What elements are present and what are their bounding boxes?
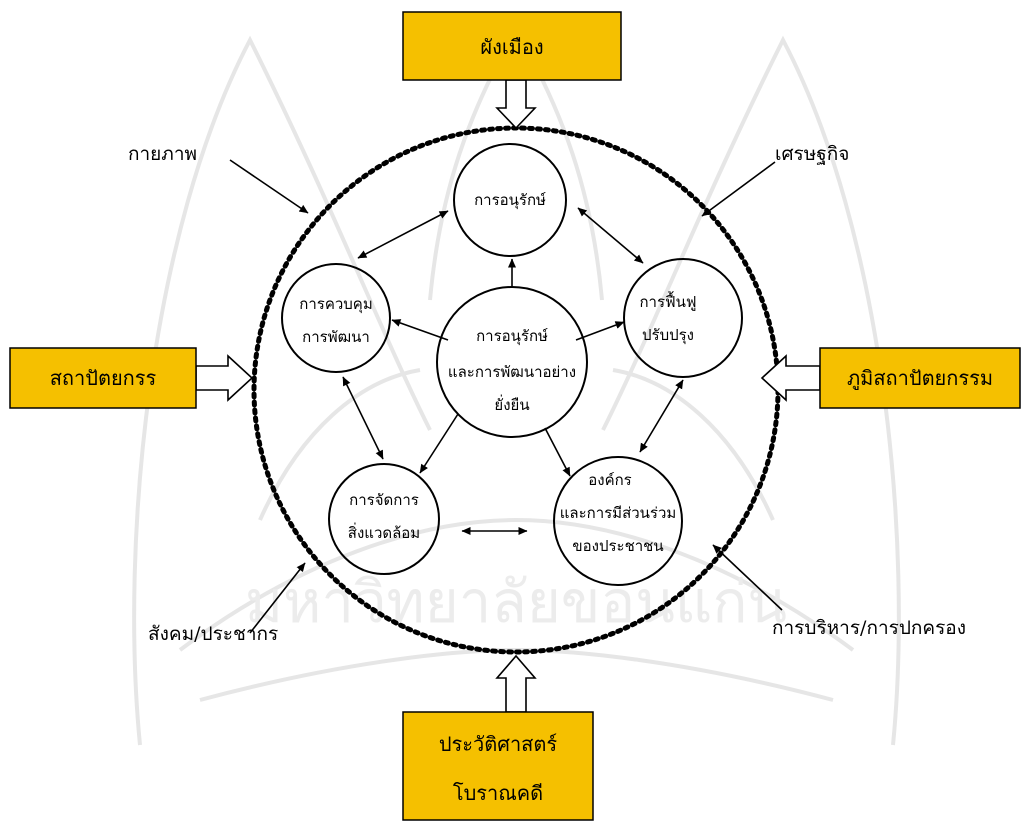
organization-participation-line-3: ของประชาชน [572, 537, 663, 555]
society-pointer-arrow [249, 562, 306, 634]
rehabilitation-line-2: ปรับปรุง [642, 326, 694, 345]
urban-planning-label: ผังเมือง [480, 35, 543, 59]
center-to-control-arrow [391, 319, 449, 341]
left-hollow-arrow [195, 354, 254, 402]
conservation-node [453, 143, 567, 257]
development-control-line-2: การพัฒนา [302, 328, 370, 346]
center-to-environment-arrow [419, 413, 459, 474]
economy-factor-label: เศรษฐกิจ [775, 143, 849, 165]
conservation-node-label: การอนุรักษ์ [474, 191, 546, 210]
history-label: ประวัติศาสตร์ [439, 732, 558, 756]
center-to-rehabilitation-arrow [575, 321, 625, 341]
center-node [436, 286, 588, 438]
archaeology-label: โบราณคดี [453, 781, 543, 805]
development-control-node [281, 263, 391, 373]
organization-participation-line-2: และการมีส่วนร่วม [560, 504, 677, 522]
bottom-hollow-arrow [495, 654, 537, 713]
right-hollow-arrow [760, 354, 821, 402]
center-node-line-3: ยั่งยืน [494, 394, 529, 414]
landscape-architecture-box [819, 347, 1021, 409]
rehabilitation-organization-link [639, 379, 684, 453]
development-control-line-1: การควบคุม [299, 295, 372, 314]
rehabilitation-node [623, 258, 743, 378]
architecture-box [9, 347, 197, 409]
watermark-text: มหาวิทยาลัยขอนแก่น [245, 568, 787, 636]
environment-management-node [328, 463, 440, 575]
control-environment-link [342, 376, 384, 460]
physical-pointer-arrow [229, 159, 309, 214]
economy-pointer-arrow [701, 161, 776, 217]
environment-management-line-1: การจัดการ [349, 491, 419, 509]
top-hollow-arrow [495, 79, 537, 130]
architecture-label: สถาปัตยกรร [50, 366, 157, 390]
center-node-line-2: และการพัฒนาอย่าง [448, 363, 576, 381]
landscape-architecture-label: ภูมิสถาปัตยกรรม [847, 366, 993, 391]
rehabilitation-line-1: การฟื้นฟู [639, 291, 696, 311]
organization-participation-node [553, 456, 683, 586]
center-node-line-1: การอนุรักษ์ [476, 327, 548, 346]
administration-factor-label: การบริหาร/การปกครอง [772, 617, 966, 639]
center-to-organization-arrow [544, 427, 571, 477]
conservation-control-link [357, 210, 449, 259]
organization-participation-line-1: องค์กร [588, 471, 632, 489]
urban-planning-box [402, 11, 622, 81]
environment-management-line-2: สิ่งแวดล้อม [348, 522, 420, 542]
society-factor-label: สังคม/ประชากร [148, 623, 278, 645]
administration-pointer-arrow [712, 544, 783, 611]
history-archaeology-box [402, 711, 594, 821]
conservation-rehabilitation-link [577, 207, 644, 264]
physical-factor-label: กายภาพ [128, 143, 197, 165]
